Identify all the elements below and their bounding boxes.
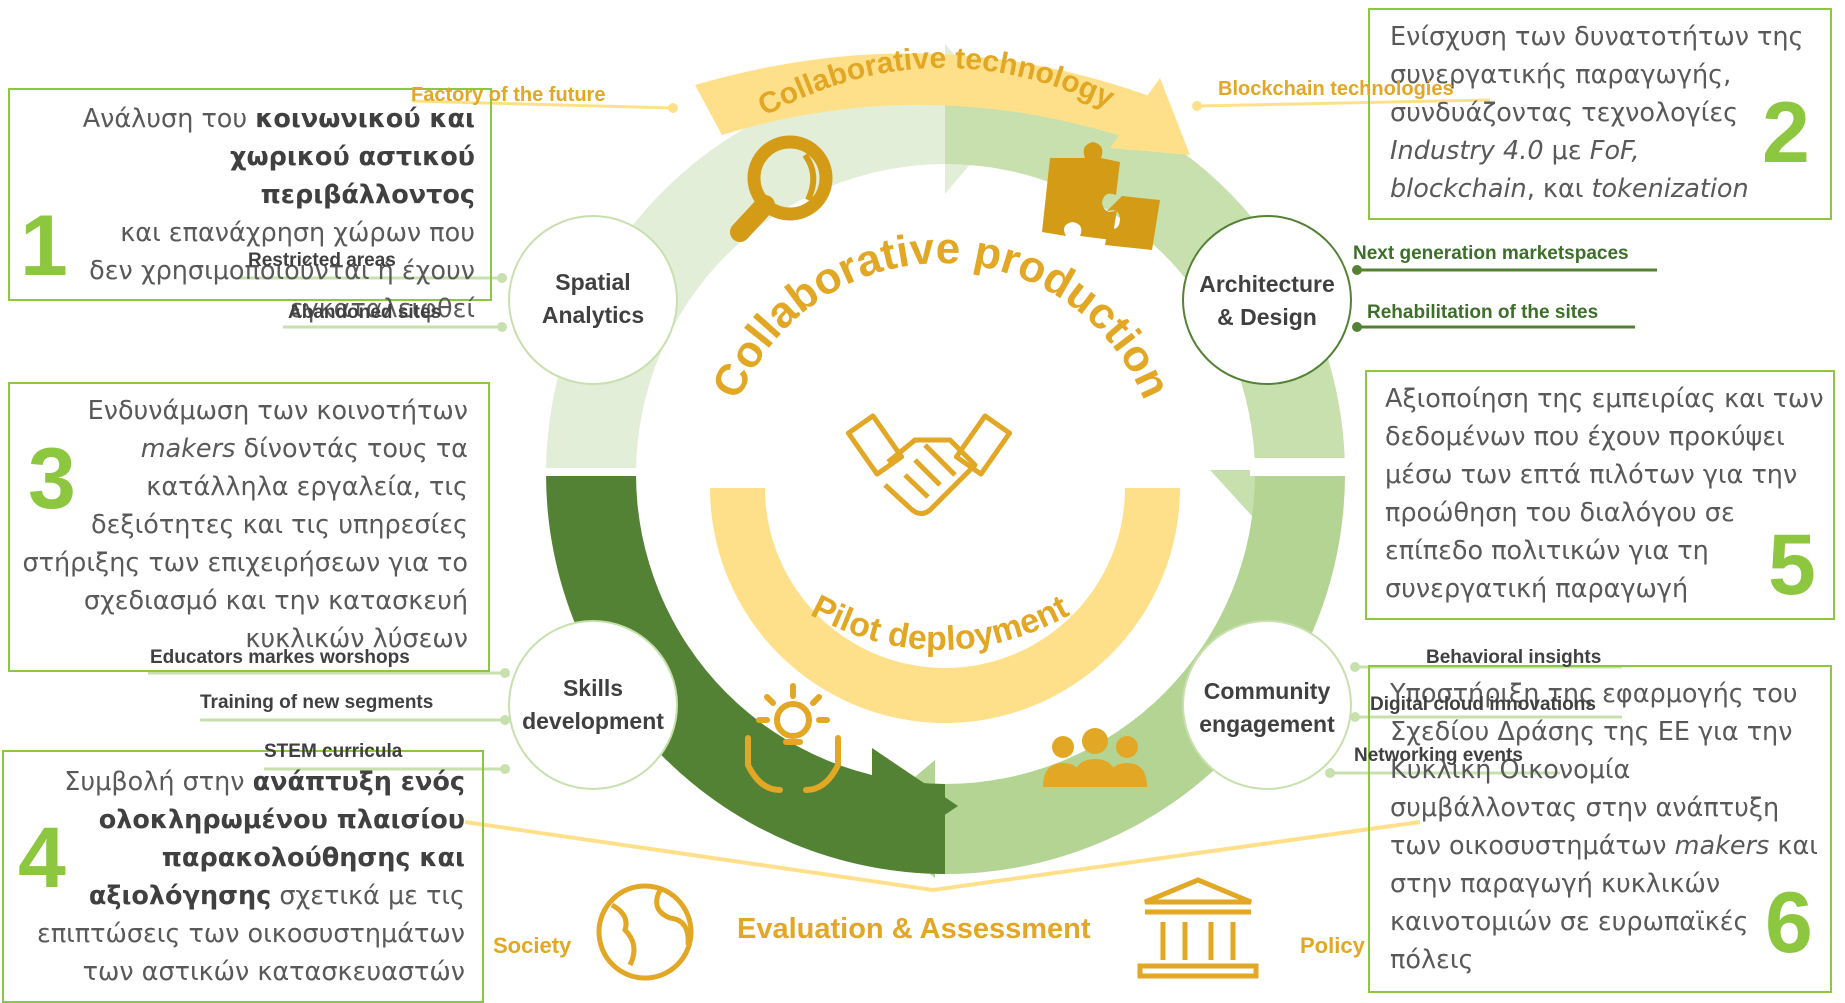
box-5-text: Αξιοποίηση της εμπειρίας και των δεδομέν…	[1385, 384, 1824, 604]
hub-community-circle	[1182, 620, 1352, 790]
label-next-gen: Next generation marketspaces	[1353, 243, 1629, 264]
ring-bottom-left	[546, 474, 958, 874]
label-policy: Policy	[1300, 933, 1365, 958]
hub-spatial-line2: Analytics	[541, 302, 645, 328]
hub-skills-line1: Skills	[562, 675, 624, 701]
label-training: Training of new segments	[200, 692, 434, 713]
hub-architecture-line2: & Design	[1217, 304, 1317, 330]
box-1	[8, 88, 492, 301]
hub-architecture-circle	[1182, 215, 1352, 385]
box-4-number: 4	[18, 810, 66, 906]
label-restricted: Restricted areas	[248, 250, 396, 271]
box-3	[8, 382, 490, 672]
label-networking: Networking events	[1354, 745, 1523, 766]
hub-community-line1: Community	[1203, 678, 1331, 704]
box-2-text: Ενίσχυση των δυνατοτήτων της συνεργατική…	[1390, 22, 1804, 204]
magnifier-icon	[730, 135, 833, 242]
puzzle-icon	[1042, 142, 1160, 250]
connector-blockchain	[1196, 98, 1491, 108]
hub-community-label: Community engagement	[1187, 675, 1347, 741]
label-educators: Educators markes worshops	[150, 647, 410, 668]
box-5-number: 5	[1768, 517, 1816, 613]
handshake-icon	[845, 413, 1013, 516]
label-society: Society	[493, 933, 572, 958]
connector-evaluation	[464, 820, 1421, 893]
connector-factory	[411, 99, 674, 110]
box-5	[1365, 370, 1835, 620]
hub-spatial-line1: Spatial	[555, 269, 631, 295]
hub-spatial-label: Spatial Analytics	[533, 266, 653, 332]
box-3-text: Ενδυνάμωση των κοινοτήτων makers δίνοντά…	[22, 396, 469, 654]
label-abandoned: Abandoned sites	[288, 302, 442, 323]
label-digital: Digital cloud innovations	[1370, 694, 1596, 715]
label-rehab: Rehabilitation of the sites	[1367, 302, 1599, 323]
box-3-number: 3	[28, 431, 76, 527]
box-4	[2, 750, 484, 1003]
collaborative-production-text: Collaborative production	[703, 224, 1180, 405]
hub-skills-line2: development	[522, 708, 664, 734]
lightbulb-hands-icon	[745, 683, 841, 793]
box-2-number: 2	[1762, 85, 1810, 181]
label-blockchain: Blockchain technologies	[1218, 78, 1454, 100]
hub-skills-circle	[508, 620, 678, 790]
bank-icon	[1137, 877, 1259, 979]
hub-community-line2: engagement	[1199, 711, 1335, 737]
hub-architecture-line1: Architecture	[1199, 271, 1335, 297]
globe-icon	[596, 883, 694, 981]
box-6-text: Υποστήριξη της εφαρμογής του Σχεδίου Δρά…	[1390, 679, 1818, 975]
evaluation-label: Evaluation & Assessment	[737, 913, 1091, 945]
box-1-text: Ανάλυση του κοινωνικού και χωρικού αστικ…	[82, 104, 475, 324]
box-1-number: 1	[20, 198, 68, 294]
box-4-text: Συμβολή στην ανάπτυξη ενός ολοκληρωμένου…	[37, 767, 465, 987]
hub-architecture-label: Architecture & Design	[1187, 268, 1347, 334]
label-factory: Factory of the future	[411, 84, 606, 106]
people-icon	[1043, 728, 1147, 787]
box-6	[1368, 665, 1832, 993]
hub-skills-label: Skills development	[513, 672, 673, 738]
hub-spatial-circle	[508, 215, 678, 385]
label-stem: STEM curricula	[264, 741, 403, 762]
pilot-deployment-arc	[710, 488, 1180, 723]
box-6-number: 6	[1765, 875, 1813, 971]
box-2	[1368, 8, 1832, 220]
label-behavioral: Behavioral insights	[1426, 647, 1602, 668]
